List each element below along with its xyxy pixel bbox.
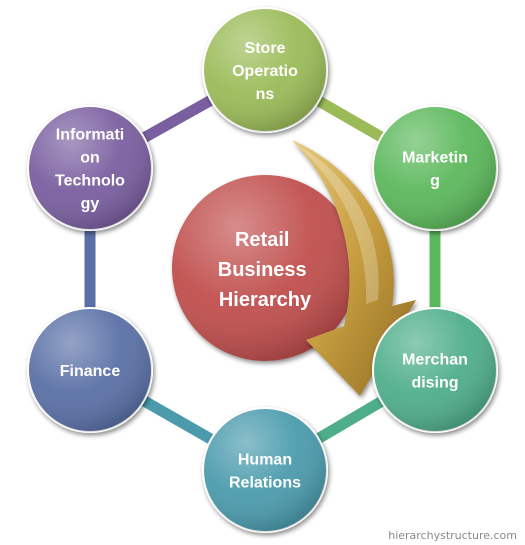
node-5: Finance [27, 307, 153, 433]
node-1-label-line-1: Store [245, 40, 286, 57]
node-2-label-line-2: g [430, 173, 440, 190]
center-node: Retail Business Hierarchy [172, 175, 358, 361]
center-label-line-3: Hierarchy [219, 289, 312, 311]
node-4-label-line-1: Human [238, 452, 292, 469]
center-label-line-2: Business [218, 259, 307, 281]
node-3-label-line-1: Merchan [402, 352, 468, 369]
node-4-label-line-2: Relations [229, 475, 301, 492]
node-6-label-line-4: gy [81, 196, 100, 213]
node-3-label-line-2: dising [411, 375, 458, 392]
svg-text:Finance: Finance [60, 363, 121, 380]
node-5-label-line-1: Finance [60, 363, 121, 380]
node-3: Merchan dising [372, 307, 498, 433]
curved-arrow-highlight [296, 144, 379, 304]
watermark-text: hierarchystructure.com [388, 529, 517, 542]
node-1-label-line-2: Operatio [232, 63, 298, 80]
node-6-label-line-1: Informati [56, 127, 124, 144]
node-6-label-line-3: Technolo [55, 173, 125, 190]
node-2: Marketin g [372, 105, 498, 231]
node-6-label-line-2: on [80, 150, 100, 167]
center-label-line-1: Retail [235, 229, 289, 251]
node-2-label-line-1: Marketin [402, 150, 468, 167]
node-1-label-line-3: ns [256, 86, 275, 103]
svg-text:Retail Business Hi: Retail Business Hierarchy [218, 229, 313, 311]
